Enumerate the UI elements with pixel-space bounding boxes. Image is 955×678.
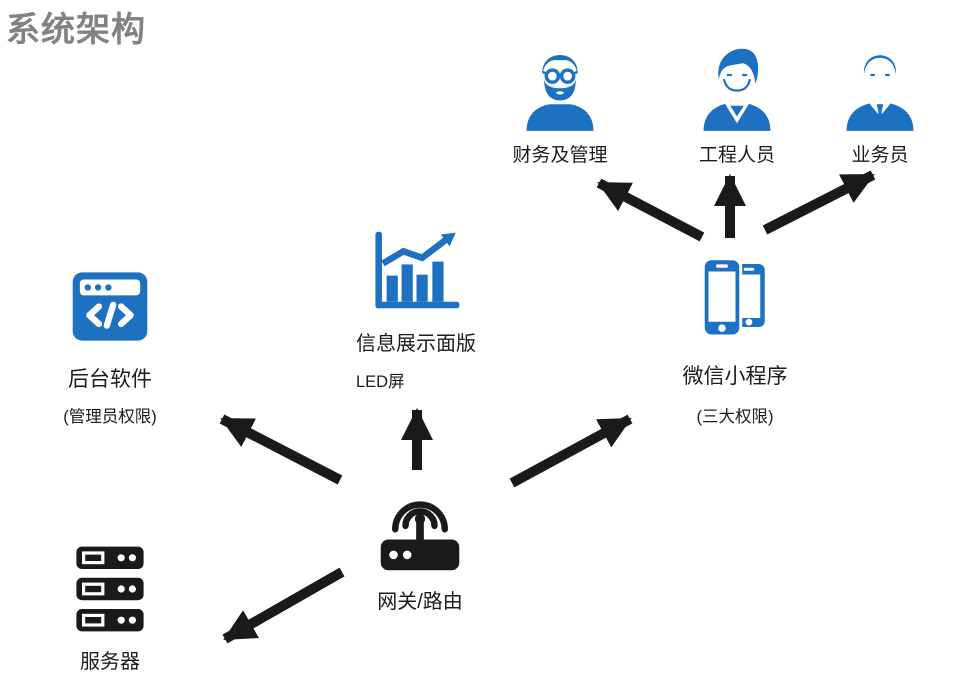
arrow-gateway-to-backend bbox=[219, 414, 343, 485]
person-suit-tie-icon bbox=[846, 55, 914, 131]
node-display-label: 信息展示面版 bbox=[356, 333, 476, 355]
node-backend-sublabel: (管理员权限) bbox=[63, 408, 157, 426]
node-finance: 财务及管理 bbox=[485, 38, 635, 167]
server-rack-icon bbox=[76, 546, 144, 632]
node-backend: 后台软件 (管理员权限) bbox=[50, 270, 170, 427]
server-unit bbox=[76, 546, 144, 569]
person-glasses-beard-icon bbox=[526, 55, 594, 131]
node-gateway-label: 网关/路由 bbox=[377, 591, 463, 613]
node-server: 服务器 bbox=[50, 545, 170, 674]
arrow-miniprogram-to-sales bbox=[762, 170, 876, 235]
code-window-icon bbox=[72, 272, 148, 341]
node-server-label: 服务器 bbox=[80, 651, 140, 673]
node-engineer: 工程人员 bbox=[662, 38, 812, 167]
node-backend-label: 后台软件 bbox=[68, 368, 152, 391]
node-display-sublabel: LED屏 bbox=[356, 373, 405, 391]
node-sales: 业务员 bbox=[805, 38, 955, 167]
node-miniprogram-sublabel: (三大权限) bbox=[696, 408, 774, 426]
server-unit bbox=[76, 577, 144, 601]
arrow-gateway-to-server bbox=[222, 567, 345, 644]
node-sales-label: 业务员 bbox=[851, 145, 909, 166]
arrow-gateway-to-miniprogram bbox=[509, 414, 633, 488]
node-engineer-label: 工程人员 bbox=[698, 145, 775, 166]
dual-smartphones-icon bbox=[701, 258, 765, 338]
server-unit bbox=[76, 609, 144, 632]
node-gateway: 网关/路由 bbox=[355, 490, 485, 614]
person-headset-icon bbox=[703, 48, 771, 131]
node-finance-label: 财务及管理 bbox=[512, 145, 608, 166]
wifi-router-icon bbox=[380, 501, 460, 571]
arrow-miniprogram-to-finance bbox=[596, 178, 705, 242]
page-title: 系统架构 bbox=[6, 11, 146, 49]
node-display: 信息展示面版 LED屏 bbox=[356, 228, 496, 392]
node-miniprogram-label: 微信小程序 bbox=[682, 365, 788, 388]
node-miniprogram: 微信小程序 (三大权限) bbox=[660, 258, 810, 427]
bar-chart-trend-icon bbox=[375, 231, 460, 309]
